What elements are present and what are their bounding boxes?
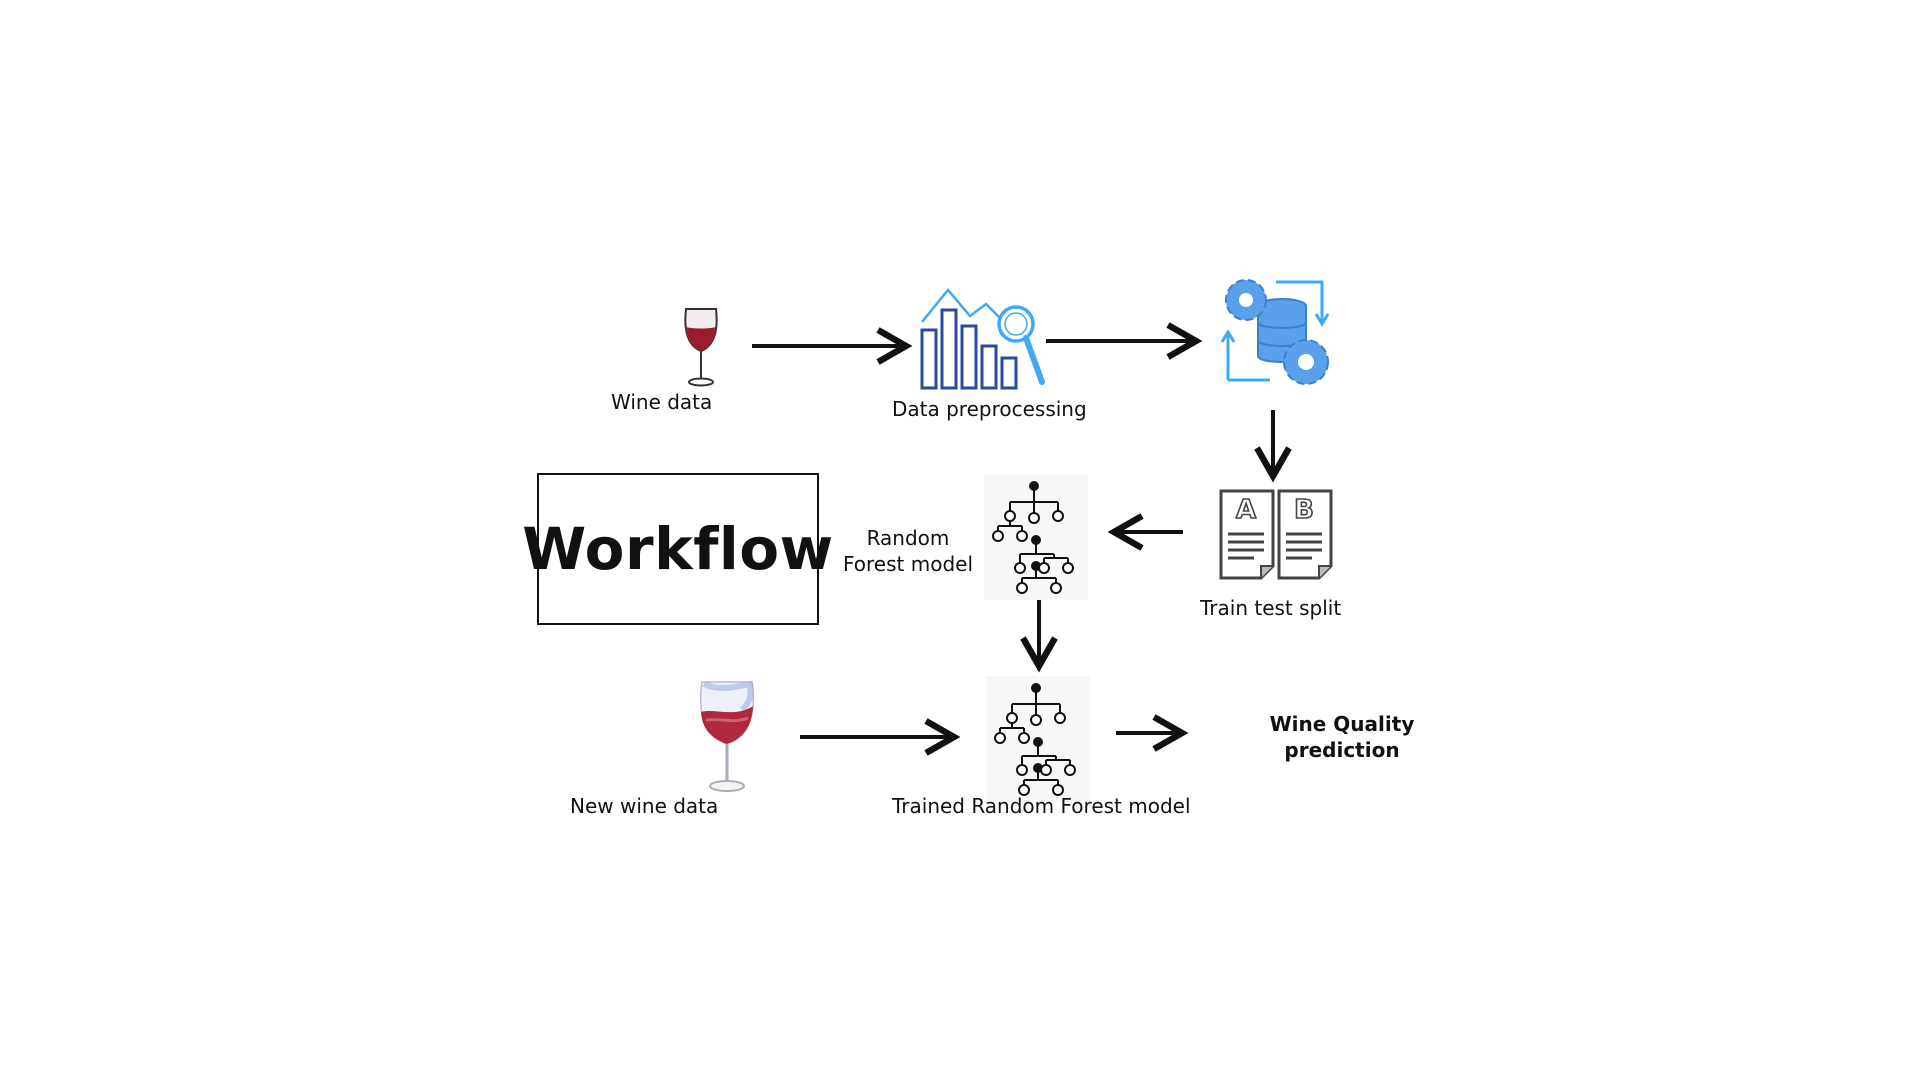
ab-documents-icon: A B bbox=[1219, 489, 1333, 580]
data-preprocessing-label: Data preprocessing bbox=[892, 397, 1087, 421]
workflow-title: Workflow bbox=[522, 515, 834, 583]
random-forest-label-line1: Random bbox=[866, 526, 950, 550]
gear-icon bbox=[1283, 339, 1329, 385]
prediction-label-line1: Wine Quality bbox=[1269, 712, 1415, 736]
wine-data-label: Wine data bbox=[611, 390, 713, 414]
random-forest-label-line2: Forest model bbox=[842, 552, 973, 576]
train-test-split-label: Train test split bbox=[1200, 596, 1342, 620]
gear-icon bbox=[1225, 279, 1267, 321]
new-wine-data-label: New wine data bbox=[570, 794, 719, 818]
gears-database-icon bbox=[1220, 279, 1330, 385]
tree-network-icon bbox=[984, 474, 1088, 600]
trained-model-label: Trained Random Forest model bbox=[892, 794, 1191, 818]
svg-text:A: A bbox=[1236, 495, 1256, 525]
svg-text:B: B bbox=[1294, 495, 1314, 525]
document-a-icon: A bbox=[1219, 489, 1275, 580]
prediction-label-line2: prediction bbox=[1284, 738, 1400, 762]
wine-glass-icon bbox=[684, 308, 718, 387]
tree-network-icon bbox=[986, 676, 1090, 802]
bar-chart-magnifier-icon bbox=[920, 288, 1045, 390]
document-b-icon: B bbox=[1277, 489, 1333, 580]
wine-glass-watercolor-icon bbox=[699, 680, 755, 792]
workflow-title-box: Workflow bbox=[522, 473, 833, 625]
prediction-label: Wine Quality prediction bbox=[1252, 711, 1432, 763]
random-forest-label: Random Forest model bbox=[838, 525, 978, 577]
